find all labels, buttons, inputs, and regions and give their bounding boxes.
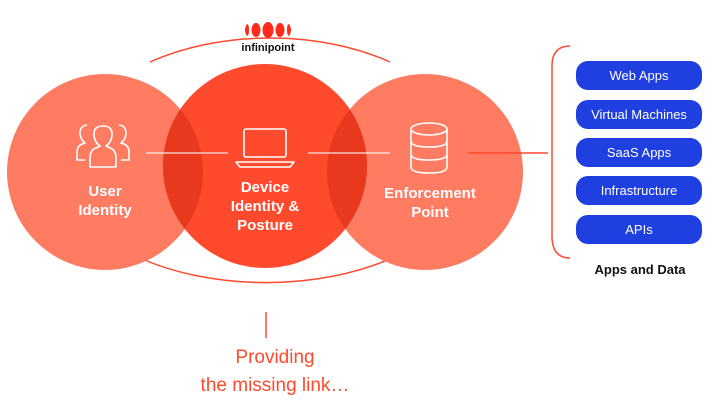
tagline-line1: Providing [235, 347, 315, 368]
user-label-line2: Identity [78, 202, 132, 219]
top-arc [149, 37, 391, 63]
device-identity-label: Device Identity & Posture [210, 178, 320, 235]
database-icon [410, 122, 448, 174]
device-identity-circle [163, 64, 367, 268]
laptop-icon [235, 128, 295, 168]
apps-item-apis[interactable]: APIs [576, 215, 702, 244]
device-label-line1: Device [240, 179, 290, 196]
users-icon [76, 124, 130, 168]
apps-item-saas-apps[interactable]: SaaS Apps [576, 138, 702, 167]
user-identity-label: User Identity [55, 182, 155, 220]
tagline: Providing the missing link… [150, 344, 400, 400]
tagline-line2: the missing link… [200, 375, 350, 396]
enforcement-label-line2: Point [411, 204, 449, 221]
device-label-line3: Posture [237, 217, 293, 234]
apps-and-data-title: Apps and Data [594, 262, 686, 277]
device-label-line2: Identity & [230, 198, 300, 215]
apps-item-virtual-machines[interactable]: Virtual Machines [576, 100, 702, 129]
enforcement-point-label: Enforcement Point [365, 184, 495, 222]
apps-item-infrastructure[interactable]: Infrastructure [576, 176, 702, 205]
apps-bracket [551, 45, 571, 259]
enforcement-point-circle [327, 74, 523, 270]
user-label-line1: User [88, 183, 122, 200]
brand-name: infinipoint [241, 42, 295, 54]
infinipoint-logo-icon [245, 22, 291, 38]
user-identity-circle [7, 74, 203, 270]
bottom-arc [139, 257, 393, 284]
enforcement-label-line1: Enforcement [384, 185, 476, 202]
apps-item-web-apps[interactable]: Web Apps [576, 61, 702, 90]
